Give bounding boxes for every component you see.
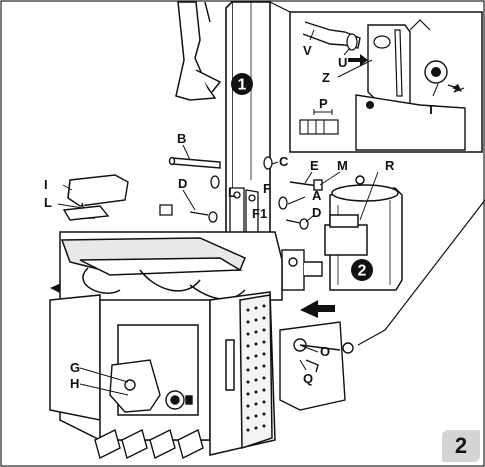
label-V: V: [303, 43, 312, 58]
column: [225, 1, 271, 236]
rod-B: [168, 156, 221, 169]
washers: [189, 156, 309, 230]
label-L-top: L: [228, 185, 236, 200]
callout-1: 1: [231, 73, 253, 95]
label-D-left: D: [178, 176, 187, 191]
callout-2: 2: [351, 259, 373, 281]
cover-I: [62, 174, 129, 221]
label-B: B: [177, 131, 186, 146]
label-M: M: [337, 158, 348, 173]
label-O: O: [320, 344, 330, 359]
label-T: T: [427, 102, 435, 117]
label-F1: F1: [252, 206, 267, 221]
page-number: 2: [454, 433, 468, 458]
inset-detail: [289, 11, 483, 153]
page-number-badge: 2: [442, 430, 480, 462]
pedals: [94, 428, 204, 460]
bracket-plates: [159, 187, 259, 237]
motor: [324, 175, 403, 291]
bracket-OQ: [279, 321, 354, 411]
upper-arm: [175, 1, 222, 101]
callout-1-label: 1: [238, 77, 247, 94]
label-C: C: [279, 154, 289, 169]
label-H: H: [70, 376, 79, 391]
label-Z: Z: [322, 70, 330, 85]
label-P: P: [319, 96, 328, 111]
bolt-E: [289, 179, 323, 191]
label-G: G: [70, 360, 80, 375]
label-A: A: [312, 188, 322, 203]
label-F: F: [263, 181, 271, 196]
label-L-left: L: [44, 195, 52, 210]
label-R: R: [385, 158, 395, 173]
callout-2-label: 2: [358, 263, 367, 280]
label-U: U: [338, 55, 347, 70]
side-panel: [209, 291, 276, 456]
label-D-right: D: [312, 205, 321, 220]
label-Q: Q: [303, 371, 313, 386]
label-leaders: [57, 29, 439, 396]
label-I: I: [44, 177, 48, 192]
label-E: E: [310, 158, 319, 173]
pedal-mechanism: [109, 359, 193, 413]
valve-block: [281, 249, 323, 291]
